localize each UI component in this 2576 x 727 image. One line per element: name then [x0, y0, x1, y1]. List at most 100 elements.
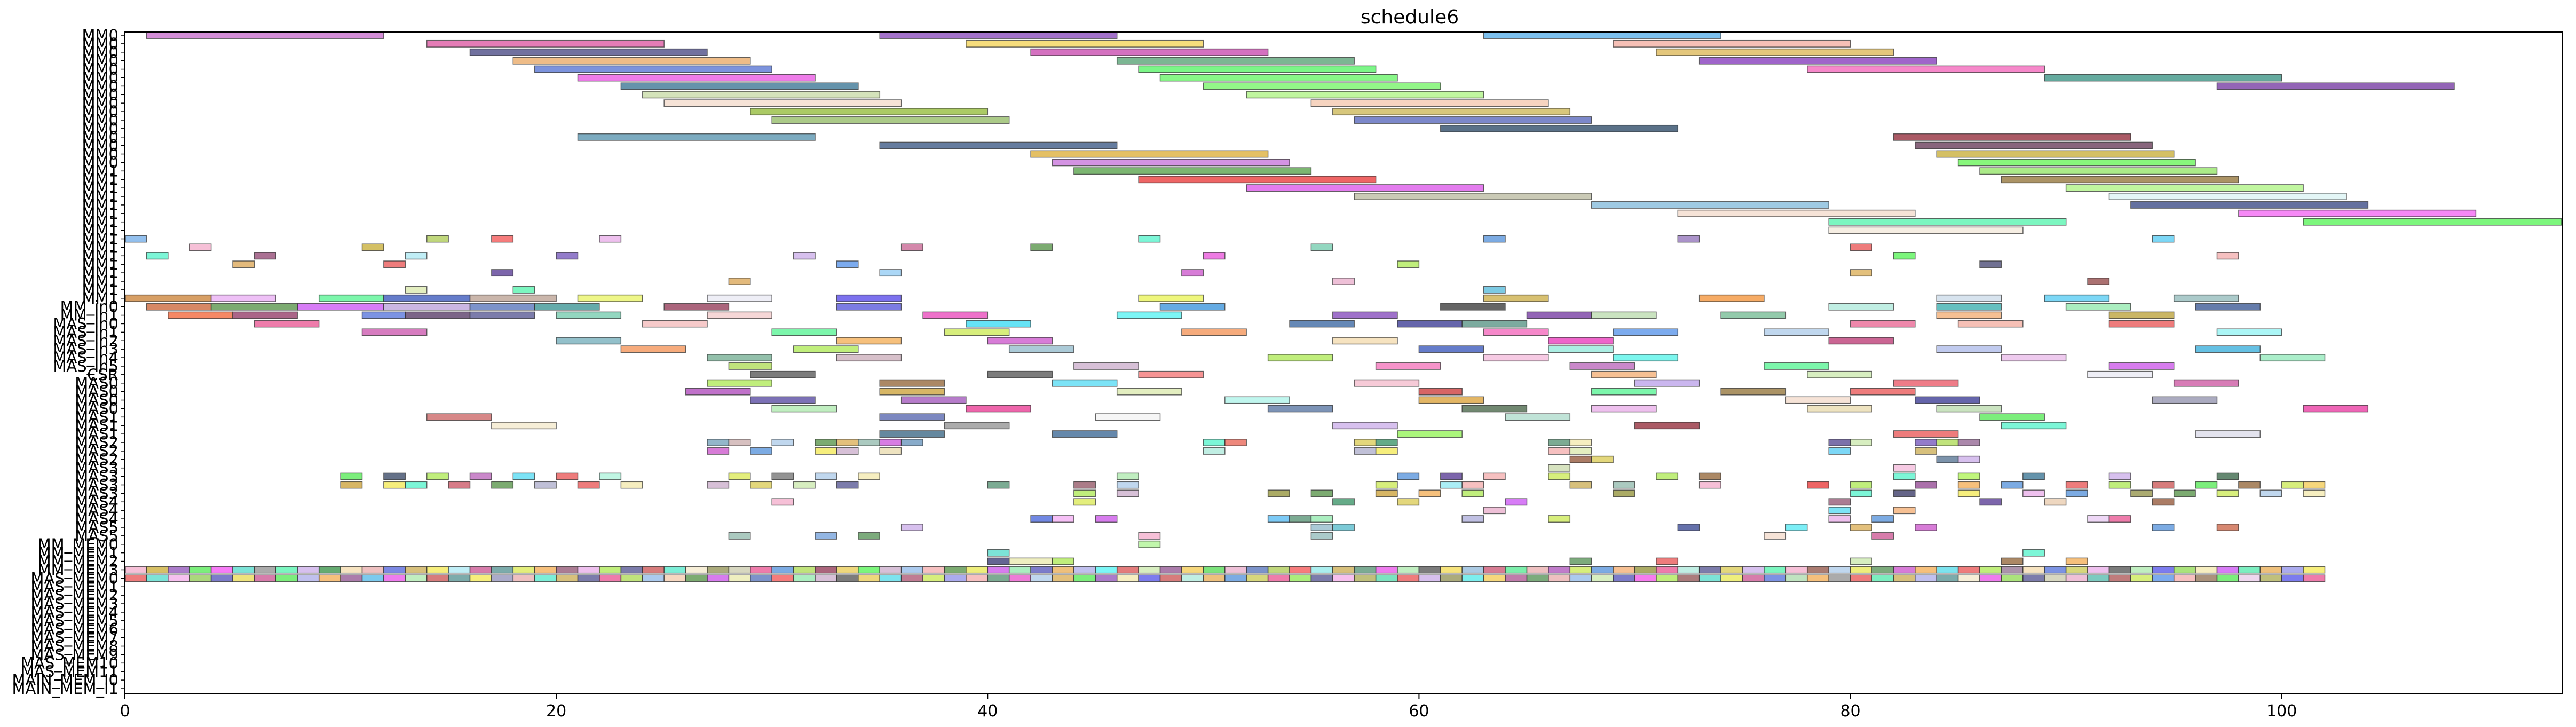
task-bar [1591, 311, 1657, 319]
task-bar [599, 235, 622, 243]
task-bar [1461, 515, 1484, 523]
task-bar [469, 566, 492, 574]
task-bar [1915, 396, 1980, 404]
task-bar [491, 422, 557, 430]
task-bar [1267, 574, 1290, 582]
task-bar [1030, 515, 1053, 523]
task-bar [1957, 574, 1980, 582]
task-bar [1505, 566, 1528, 574]
task-bar [858, 532, 880, 540]
task-bar [1850, 481, 1872, 489]
task-bar [405, 252, 428, 260]
task-bar [2173, 294, 2239, 302]
y-tick-label: MM1 [82, 213, 119, 231]
task-bar [2130, 574, 2153, 582]
task-bar [1073, 574, 1096, 582]
task-bar [512, 574, 535, 582]
task-bar [1461, 320, 1528, 328]
y-tick-label: MM0 [82, 85, 119, 104]
y-tick-label: MM0 [82, 102, 119, 121]
task-bar [405, 286, 428, 294]
task-bar [491, 566, 514, 574]
task-bar [1505, 498, 1528, 506]
task-bar [1677, 235, 1700, 243]
task-bar [577, 574, 600, 582]
y-tick-label: MAS3 [75, 476, 118, 494]
task-bar [1634, 574, 1657, 582]
task-bar [685, 388, 751, 396]
y-tick-label: MM1 [82, 255, 119, 273]
task-bar [2152, 574, 2175, 582]
task-bar [1850, 524, 1872, 531]
task-bar [858, 566, 880, 574]
task-bar [1548, 515, 1571, 523]
task-bar [2216, 82, 2455, 90]
task-bar [1008, 566, 1031, 574]
task-bar [1483, 354, 1549, 362]
task-bar [2216, 472, 2239, 480]
task-bar [146, 31, 384, 39]
task-bar [1030, 150, 1269, 158]
task-bar [556, 566, 579, 574]
task-bar [534, 65, 772, 73]
task-bar [1957, 566, 1980, 574]
task-bar [1698, 566, 1721, 574]
task-bar [663, 99, 902, 107]
task-bar [1871, 532, 1894, 540]
task-bar [2022, 472, 2045, 480]
task-bar [900, 524, 923, 531]
task-bar [793, 345, 859, 353]
task-bar [944, 328, 1010, 336]
task-bar [1461, 489, 1484, 497]
task-bar [1807, 370, 1872, 378]
y-tick-label: MAS_MEM1 [30, 578, 118, 596]
task-bar [2238, 481, 2261, 489]
y-tick-label: MM0 [82, 137, 119, 155]
task-bar [318, 574, 341, 582]
y-tick-label: MAS2 [75, 433, 118, 452]
y-tick-label: MM1 [82, 289, 119, 307]
task-bar [1052, 557, 1074, 565]
task-bar [1828, 303, 1894, 311]
y-tick-label: MM0 [82, 35, 119, 53]
task-bar [728, 439, 751, 446]
task-bar [1828, 226, 2024, 234]
task-bar [2044, 574, 2067, 582]
task-bar [1224, 566, 1247, 574]
task-bar [642, 91, 881, 99]
task-bar [1764, 362, 1829, 370]
task-bar [1785, 566, 1808, 574]
task-bar [1850, 243, 1872, 251]
task-bar [146, 252, 169, 260]
task-bar [426, 472, 449, 480]
task-bar [1073, 362, 1139, 370]
task-bar [1418, 388, 1463, 396]
task-bar [707, 566, 730, 574]
task-bar [2065, 566, 2088, 574]
task-bar [879, 447, 902, 455]
task-bar [922, 311, 989, 319]
task-bar [210, 574, 233, 582]
y-tick-label: MM0 [82, 120, 119, 138]
y-tick-label: MM1 [82, 281, 119, 299]
task-bar [987, 549, 1010, 557]
task-bar [297, 303, 384, 311]
y-tick-label: MM_in0 [60, 298, 118, 316]
task-bar [1332, 108, 1571, 116]
task-bar [1893, 566, 1916, 574]
task-bar [1850, 557, 1872, 565]
task-bar [448, 566, 471, 574]
y-tick-label: MAS_in2 [53, 331, 118, 350]
task-bar [1569, 566, 1592, 574]
y-tick-label: MM1 [82, 264, 119, 282]
task-bar [1936, 303, 2002, 311]
y-tick-label: MAIN_MEM_I0 [12, 671, 118, 689]
y-tick-label: MM_MEM0 [38, 535, 118, 554]
task-bar [1828, 574, 1851, 582]
task-bar [1936, 345, 2002, 353]
x-tick-label: 40 [977, 702, 998, 721]
task-bar [750, 566, 772, 574]
task-bar [405, 311, 471, 319]
y-tick-label: MAS5 [75, 518, 118, 536]
